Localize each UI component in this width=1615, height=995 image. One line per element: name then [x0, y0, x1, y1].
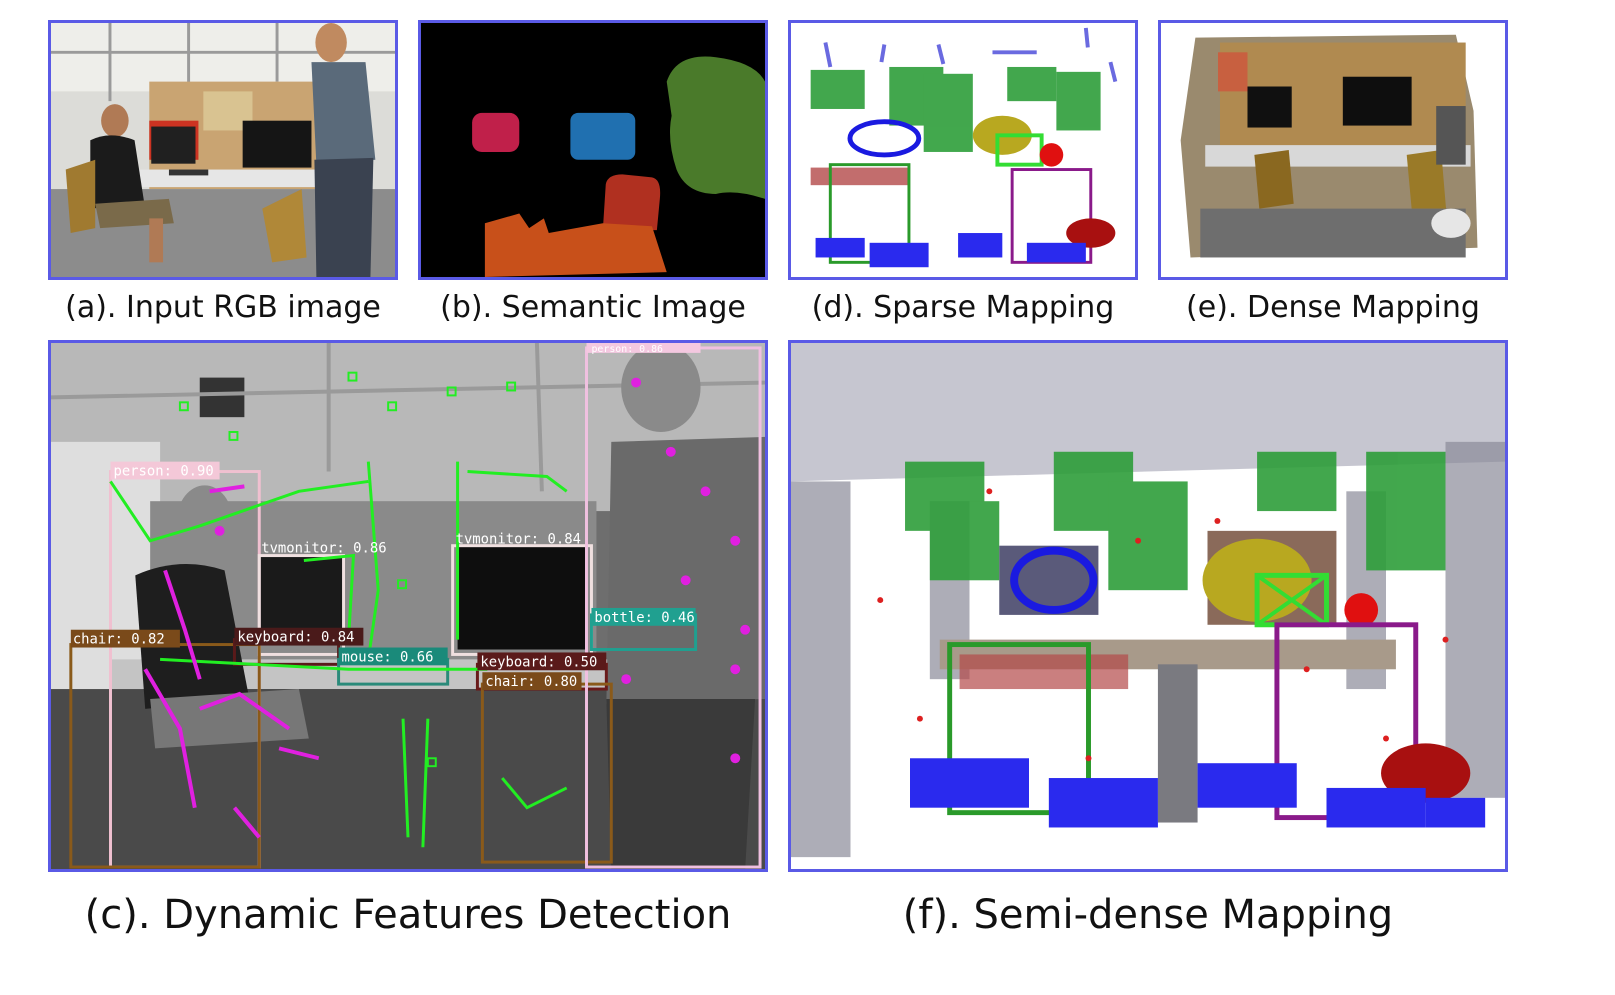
det-label-chair-2: chair: 0.80 — [485, 674, 577, 690]
det-label-mouse: mouse: 0.66 — [342, 649, 434, 665]
det-label-chair-1: chair: 0.82 — [73, 632, 165, 648]
caption-f: (f). Semi-dense Mapping — [902, 892, 1394, 938]
panel-d-sparse-mapping — [788, 20, 1138, 280]
panel-a-input-rgb — [48, 20, 398, 280]
det-label-tvmonitor-2: tvmonitor: 0.84 — [456, 532, 581, 548]
rgb-image — [51, 23, 395, 277]
sparse-map — [791, 23, 1135, 277]
segment-chair — [602, 174, 661, 231]
det-label-keyboard-2: keyboard: 0.50 — [480, 654, 597, 670]
panel-f-semi-dense-mapping — [788, 340, 1508, 872]
det-label-person-2: person: 0.86 — [591, 344, 663, 355]
dense-map — [1161, 23, 1505, 277]
segment-person — [666, 56, 765, 199]
segment-desk — [484, 213, 667, 277]
det-label-keyboard-1: keyboard: 0.84 — [237, 630, 354, 646]
panel-c-dynamic-features: person: 0.90 tvmonitor: 0.86 tvmonitor: … — [48, 340, 768, 872]
caption-d: (d). Sparse Mapping — [811, 290, 1115, 325]
segment-monitor-2 — [570, 112, 636, 160]
panel-b-semantic — [418, 20, 768, 280]
caption-e: (e). Dense Mapping — [1186, 290, 1480, 325]
panel-e-dense-mapping — [1158, 20, 1508, 280]
caption-b: (b). Semantic Image — [440, 290, 746, 325]
segment-monitor-1 — [472, 112, 520, 152]
semantic-image — [421, 23, 765, 277]
det-label-tvmonitor-1: tvmonitor: 0.86 — [261, 541, 386, 557]
semi-dense-map — [791, 343, 1505, 869]
caption-a: (a). Input RGB image — [65, 290, 381, 325]
det-label-bottle: bottle: 0.46 — [594, 610, 694, 626]
caption-c: (c). Dynamic Features Detection — [84, 892, 732, 938]
det-label-person-1: person: 0.90 — [113, 464, 213, 480]
detection-image: person: 0.90 tvmonitor: 0.86 tvmonitor: … — [51, 343, 765, 869]
